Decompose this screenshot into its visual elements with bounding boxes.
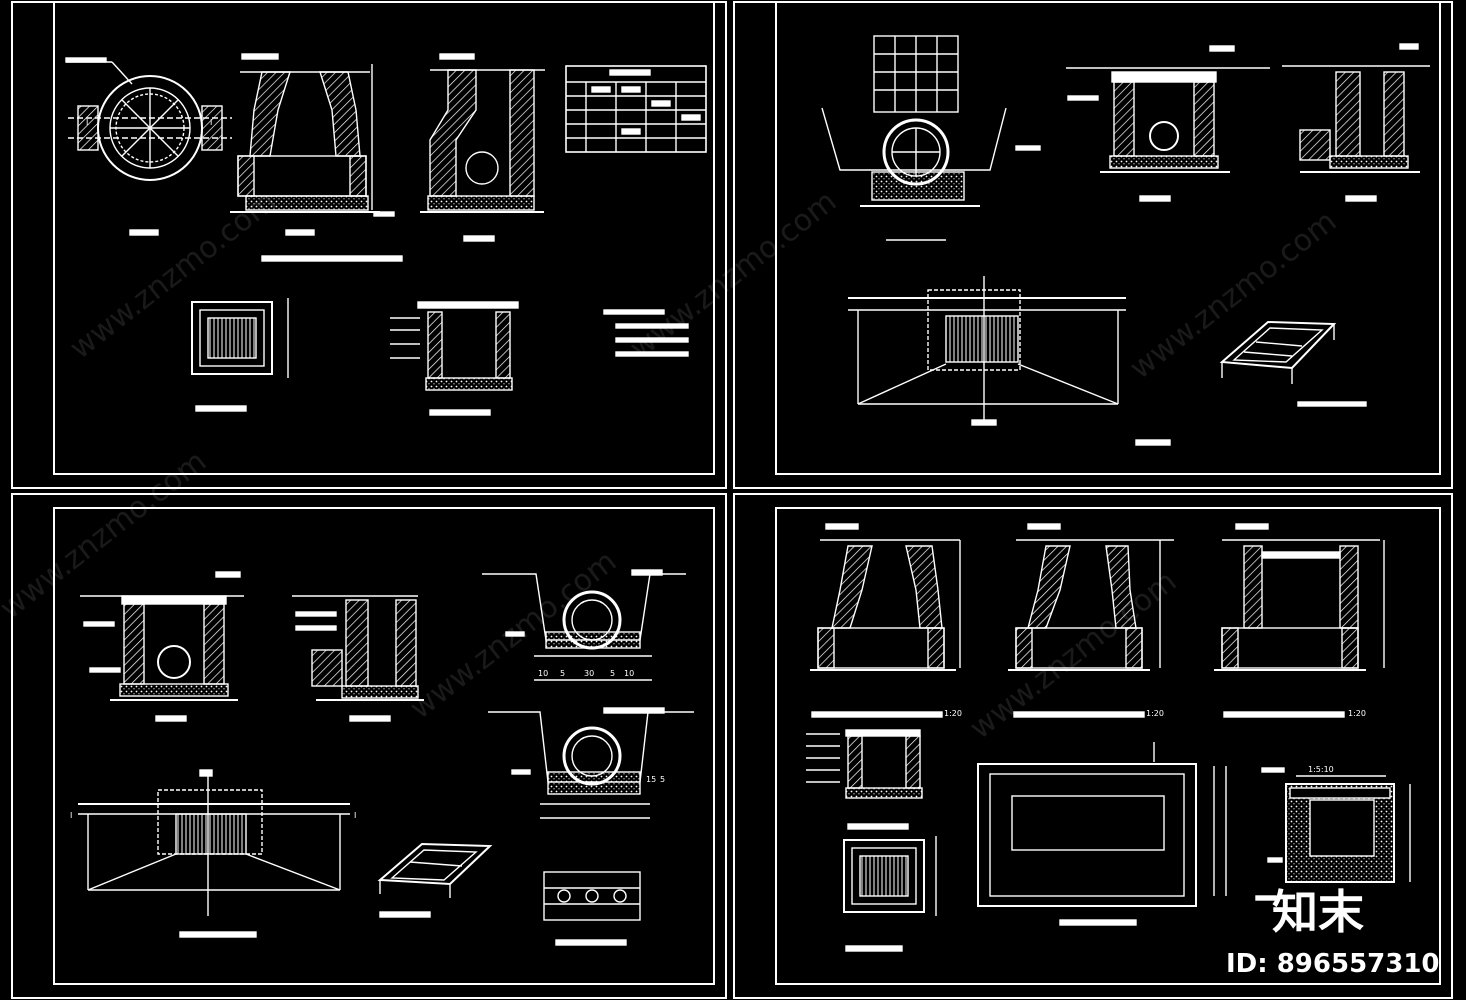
inlet-plan-view-2: I I — [70, 769, 356, 938]
dim-label-2: 5 — [560, 669, 565, 678]
dim-label-6: 15 — [646, 775, 656, 784]
inlet-section-view-2 — [806, 729, 923, 830]
quantity-table — [565, 65, 707, 153]
scale-label-2: 1:20 — [1146, 709, 1164, 718]
drawing-caption-bar — [261, 255, 403, 262]
section-mark-left: I — [70, 811, 72, 820]
box-section-3 — [80, 571, 244, 722]
notes-block — [603, 309, 689, 357]
dim-top-label: 1:5:10 — [1308, 765, 1334, 774]
pipe-trench-section — [821, 35, 1041, 241]
manhole-section-c: 1:20 — [1214, 523, 1385, 718]
manhole-section-a: 1:20 — [810, 523, 962, 718]
branding: 知末 ID: 896557310 — [1226, 885, 1440, 979]
grate-plan-view — [191, 298, 289, 412]
grate-isometric — [1219, 320, 1367, 407]
pipe-trench-a: 10 5 30 5 10 — [482, 569, 686, 681]
grate-detail-grid — [543, 871, 641, 946]
grate-plan-view-2 — [843, 836, 937, 952]
section-marker-b: I — [210, 118, 212, 127]
brand-logo: 知末 — [1272, 885, 1364, 939]
sheet-4-manhole-variants: 1:20 1:20 1:20 — [806, 523, 1411, 952]
dim-label-3: 30 — [584, 669, 594, 678]
well-section-1 — [230, 53, 395, 236]
sheet-2-pipe-and-inlet — [821, 35, 1430, 446]
dim-label-4: 5 — [610, 669, 615, 678]
sheet-3-rainwater-inlet: 10 5 30 5 10 15 5 — [70, 569, 694, 946]
inlet-section-view — [390, 301, 519, 416]
box-section-2 — [1282, 43, 1430, 202]
dim-label-1: 10 — [538, 669, 548, 678]
well-plan-view: I I — [65, 57, 232, 236]
dim-label-7: 5 — [660, 775, 665, 784]
scale-label-3: 1:20 — [1348, 709, 1366, 718]
sheet-frames — [11, 1, 1453, 999]
section-mark-right: I — [354, 811, 356, 820]
precast-block-section: 1:5:10 — [1255, 765, 1411, 901]
pipe-trench-b: 15 5 — [488, 707, 694, 819]
manhole-section-b: 1:20 — [1008, 523, 1174, 718]
well-section-2 — [420, 53, 545, 242]
sheet-1-inspection-well: I I — [65, 53, 707, 416]
section-marker-a: I — [86, 118, 88, 127]
dim-label-5: 10 — [624, 669, 634, 678]
box-section-1 — [1066, 45, 1270, 202]
inlet-plan-view — [848, 276, 1171, 446]
channel-plan-view — [977, 742, 1227, 926]
grate-isometric-2 — [377, 842, 493, 918]
box-section-4 — [292, 595, 424, 722]
image-id-label: ID: 896557310 — [1226, 949, 1440, 979]
scale-label-1: 1:20 — [944, 709, 962, 718]
